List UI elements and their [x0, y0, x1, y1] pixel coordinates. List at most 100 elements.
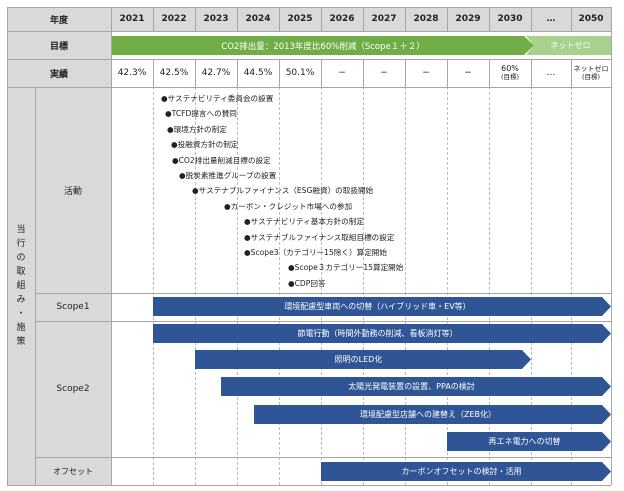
actual-label: 実績	[49, 69, 68, 80]
section-label-char: 行	[16, 239, 26, 249]
grid-line	[7, 31, 611, 32]
activity-item: ●サステナビリティ委員会の設置	[161, 94, 274, 103]
roadmap-bar: 照明のLED化	[195, 350, 531, 369]
grid-line	[405, 7, 406, 31]
year-header: 2027	[371, 14, 397, 24]
offset-label-background	[35, 457, 111, 485]
bar-label: 環境配慮型車両への切替（ハイブリッド車・EV等）	[284, 302, 471, 311]
grid-line	[321, 7, 322, 31]
year-header-label: 年度	[49, 15, 68, 26]
netzero-arrow: ネットゼロ	[526, 36, 611, 55]
grid-line	[531, 59, 532, 87]
offset-label: オフセット	[53, 466, 93, 476]
year-divider	[363, 87, 364, 485]
activity-item: ●CO2排出量削減目標の設定	[172, 155, 271, 165]
bar-label: 環境配慮型店舗への建替え（ZEB化）	[359, 410, 497, 419]
section-label-char: 当	[16, 225, 26, 235]
section-label: 当行の取組み・施策	[7, 87, 35, 485]
year-header: 2028	[413, 14, 439, 24]
bar-shape	[153, 297, 611, 316]
grid-line	[35, 293, 611, 294]
bar-shape	[221, 377, 611, 396]
target-label: 目標	[49, 41, 68, 52]
scope1-label: Scope1	[56, 302, 90, 312]
scope2-label-background	[35, 321, 111, 457]
bar-label: カーボンオフセットの検討・活用	[401, 467, 522, 476]
activities-label: 活動	[63, 186, 82, 197]
section-label-background	[7, 87, 35, 485]
bar-label: 再エネ電力への切替	[488, 437, 561, 446]
target-arrow: CO2排出量：2013年度比60%削減（Scope１＋２）	[112, 36, 534, 55]
grid-line	[35, 87, 36, 485]
activity-item: ●TCFD提言への賛同	[165, 109, 237, 119]
year-divider	[405, 87, 406, 485]
year-divider	[321, 87, 322, 485]
grid-line	[35, 457, 611, 458]
target-2030-value: 60%	[501, 64, 519, 73]
bar-label: 照明のLED化	[334, 355, 383, 364]
bar-shape	[321, 462, 611, 481]
target-2030-cell: 60% (目標)	[489, 59, 531, 87]
year-header: …	[546, 14, 556, 24]
activity-item: ●投融資方針の制定	[171, 140, 239, 150]
actual-value: −	[380, 68, 388, 78]
year-divider	[195, 87, 196, 485]
grid-line	[7, 485, 611, 486]
activity-item: ●Scope３カテゴリー15算定開始	[288, 263, 404, 273]
year-header: 2029	[455, 14, 481, 24]
grid-line	[571, 7, 572, 31]
year-header: 2023	[203, 14, 229, 24]
year-header: 2025	[287, 14, 313, 24]
activity-item: ●サステナブルファイナンス取組目標の設定	[244, 232, 395, 242]
grid-line	[35, 321, 611, 322]
actual-value: −	[464, 68, 472, 78]
activity-item: ●サステナブルファイナンス（ESG融資）の取扱開始	[192, 186, 374, 196]
year-header: 2021	[119, 14, 145, 24]
year-header: 2024	[245, 14, 271, 24]
grid-line	[405, 59, 406, 87]
section-label-char: 施	[16, 323, 26, 333]
roadmap-bar: 節電行動（時間外勤務の削減、看板消灯等）	[153, 324, 611, 343]
grid-line	[447, 59, 448, 87]
year-header: 2050	[578, 14, 604, 24]
bar-shape	[447, 432, 611, 451]
actual-value: 50.1%	[285, 68, 315, 78]
activity-item: ●環境方針の制定	[167, 124, 227, 134]
actual-value: 42.3%	[117, 68, 147, 78]
scope1-label-background	[35, 293, 111, 321]
activities-label-background	[35, 87, 111, 293]
netzero-text: ネットゼロ	[550, 41, 591, 50]
bar-label: 節電行動（時間外勤務の削減、看板消灯等）	[297, 329, 458, 338]
section-label-text: 当行の取組み・施策	[15, 223, 27, 349]
activity-item: ●サステナビリティ基本方針の制定	[244, 217, 364, 227]
grid-line	[7, 7, 611, 8]
grid-line	[363, 59, 364, 87]
section-label-char: み	[16, 295, 26, 305]
grid-line	[7, 59, 611, 60]
target-2050-note: (目標)	[581, 73, 601, 81]
actual-value: −	[422, 68, 430, 78]
year-divider	[489, 87, 490, 485]
grid-line	[321, 59, 322, 87]
section-label-char: 取	[16, 267, 26, 277]
roadmap-bar: 環境配慮型店舗への建替え（ZEB化）	[254, 405, 611, 424]
actual-label-background	[7, 59, 111, 87]
bar-shape	[153, 324, 611, 343]
activity-item: ●カーボン・クレジット市場への参加	[224, 201, 353, 211]
year-divider	[531, 87, 532, 485]
year-divider	[447, 87, 448, 485]
activity-item: ●Scope3（カテゴリー15除く）算定開始	[244, 248, 387, 257]
grid-line	[363, 7, 364, 31]
activity-item: ●CDP回答	[288, 278, 326, 288]
section-label-char: 組	[16, 281, 26, 291]
actual-ellipsis: …	[546, 68, 556, 78]
grid-line	[195, 59, 196, 87]
year-header: 2026	[329, 14, 355, 24]
actual-value: 44.5%	[243, 68, 273, 78]
target-2050-value: ネットゼロ	[573, 65, 609, 73]
year-divider	[279, 87, 280, 485]
grid-line	[571, 59, 572, 87]
target-label-background	[7, 31, 111, 59]
target-2030-note: (目標)	[500, 73, 520, 81]
